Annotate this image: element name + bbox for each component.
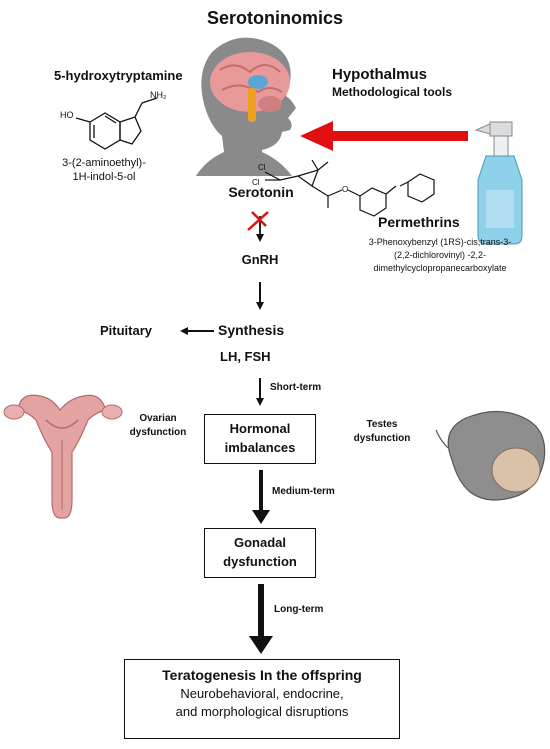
- permethrin-atom-cl1: Cl: [258, 163, 266, 172]
- permethrins-desc-line1: 3-Phenoxybenzyl (1RS)-cis,trans-3-: [368, 237, 512, 247]
- testes-label-line1: Testes: [366, 419, 398, 430]
- brain-icon: [210, 52, 290, 122]
- medium-term-label: Medium-term: [272, 486, 335, 497]
- molecule-name: 5-hydroxytryptamine: [54, 68, 183, 83]
- arrowhead-hormonal-gonadal: [252, 510, 270, 524]
- permethrins-label: Permethrins: [378, 214, 460, 230]
- permethrin-molecule-icon: [264, 159, 435, 217]
- permethrin-atom-o: O: [342, 185, 349, 194]
- gonadal-box-line2: dysfunction: [223, 554, 297, 569]
- molecule-iupac-line2: 1H-indol-5-ol: [72, 171, 136, 183]
- long-term-label: Long-term: [274, 604, 324, 615]
- gnrh-label: GnRH: [241, 252, 279, 267]
- terato-box-line2: and morphological disruptions: [175, 704, 349, 719]
- pituitary-label: Pituitary: [100, 323, 153, 338]
- permethrins-desc-line2: (2,2-dichlorovinyl) -2,2-: [393, 250, 487, 260]
- ovarian-label-line2: dysfunction: [129, 427, 187, 438]
- spray-bottle-icon: [474, 121, 523, 245]
- permethrins-desc-line3: dimethylcyclopropanecarboxylate: [373, 263, 507, 273]
- molecule-iupac-line1: 3-(2-aminoethyl)-: [62, 157, 146, 169]
- diagram-title: Serotoninomics: [206, 8, 344, 28]
- molecule-atom-nh2: NH₂: [150, 90, 167, 100]
- permethrins-desc: 3-Phenoxybenzyl (1RS)-cis,trans-3- (2,2-…: [334, 236, 546, 275]
- arrowhead-gonadal-terato: [249, 636, 273, 654]
- gonadal-dysfunction-box: Gonadal dysfunction: [204, 528, 316, 578]
- permethrin-atom-cl2: Cl: [252, 178, 260, 187]
- molecule-iupac: 3-(2-aminoethyl)- 1H-indol-5-ol: [44, 156, 164, 184]
- uterus-icon: [3, 394, 123, 519]
- serotonin-molecule-icon: [75, 97, 158, 150]
- hypothalamus-subtitle: Methodological tools: [332, 85, 452, 99]
- terato-box-line1: Neurobehavioral, endocrine,: [180, 686, 344, 701]
- short-term-label: Short-term: [270, 382, 322, 393]
- gonadal-box-line1: Gonadal: [233, 535, 286, 550]
- ovarian-label: Ovarian dysfunction: [118, 412, 198, 440]
- testes-icon: [435, 410, 546, 501]
- block-cross-icon: [247, 211, 269, 231]
- synthesis-label: Synthesis: [218, 322, 285, 338]
- lh-fsh-label: LH, FSH: [220, 349, 271, 364]
- hormonal-box-line2: imbalances: [224, 440, 296, 455]
- terato-box-title: Teratogenesis In the offspring: [162, 667, 362, 683]
- hormonal-imbalances-box: Hormonal imbalances: [204, 414, 316, 464]
- hormonal-box-line1: Hormonal: [229, 421, 291, 436]
- testes-label-line2: dysfunction: [353, 433, 411, 444]
- hypothalamus-title: Hypothalmus: [332, 66, 428, 83]
- serotonin-label: Serotonin: [228, 184, 294, 200]
- testes-label: Testes dysfunction: [342, 418, 422, 446]
- red-arrow-icon: [300, 121, 468, 151]
- teratogenesis-box: Teratogenesis In the offspring Neurobeha…: [124, 659, 400, 739]
- ovarian-label-line1: Ovarian: [139, 413, 177, 424]
- molecule-atom-ho: HO: [60, 110, 74, 120]
